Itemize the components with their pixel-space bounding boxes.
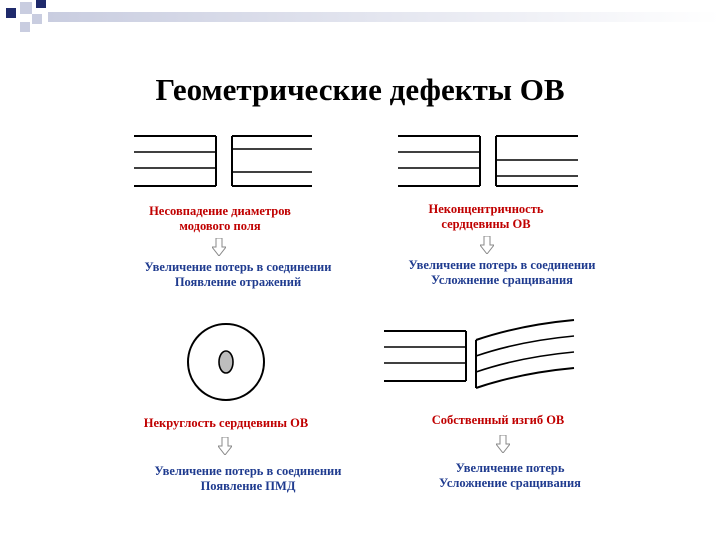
effects-core-ellipticity: Увеличение потерь в соединении Появление… xyxy=(118,464,378,494)
down-arrow-icon xyxy=(496,435,510,453)
page-title: Геометрические дефекты ОВ xyxy=(155,72,565,107)
down-arrow-icon xyxy=(480,236,494,254)
core-ellipticity-illustration xyxy=(187,323,265,401)
effects-mfd-mismatch: Увеличение потерь в соединении Появление… xyxy=(108,260,368,290)
fiber-bend-illustration xyxy=(384,319,575,389)
effect-line: Увеличение потерь в соединении xyxy=(144,260,332,274)
mfd-mismatch-illustration xyxy=(134,135,312,187)
deco-square xyxy=(32,14,42,24)
effect-line: Увеличение потерь в соединении xyxy=(154,464,342,478)
effect-line: Появление отражений xyxy=(174,275,302,289)
defect-label-core-ellipticity: Некруглость сердцевины ОВ xyxy=(110,416,342,431)
defect-label-line: сердцевины ОВ xyxy=(441,217,531,231)
effects-core-offset: Увеличение потерь в соединении Усложнени… xyxy=(378,258,626,288)
effects-fiber-bend: Увеличение потерь Усложнение сращивания xyxy=(410,461,610,491)
effect-line: Увеличение потерь xyxy=(455,461,565,475)
header-stripe xyxy=(48,12,720,22)
deco-square xyxy=(20,22,30,32)
down-arrow-icon xyxy=(212,238,226,256)
effect-line: Усложнение сращивания xyxy=(431,273,573,287)
header-decoration xyxy=(6,0,720,32)
deco-square xyxy=(36,0,46,8)
defect-label-line: модового поля xyxy=(179,219,261,233)
core-offset-illustration xyxy=(398,135,578,187)
defect-label-line: Некруглость сердцевины ОВ xyxy=(143,416,309,430)
deco-square xyxy=(20,2,32,14)
defect-label-core-offset: Неконцентричность сердцевины ОВ xyxy=(376,202,596,232)
effect-line: Появление ПМД xyxy=(200,479,296,493)
defect-label-line: Неконцентричность xyxy=(428,202,544,216)
effect-line: Усложнение сращивания xyxy=(439,476,581,490)
down-arrow-icon xyxy=(218,437,232,455)
defect-label-line: Собственный изгиб ОВ xyxy=(431,413,565,427)
defect-label-mfd-mismatch: Несовпадение диаметров модового поля xyxy=(104,204,336,234)
effect-line: Увеличение потерь в соединении xyxy=(408,258,596,272)
defect-label-fiber-bend: Собственный изгиб ОВ xyxy=(398,413,598,428)
defect-label-line: Несовпадение диаметров xyxy=(149,204,291,218)
deco-square xyxy=(6,8,16,18)
